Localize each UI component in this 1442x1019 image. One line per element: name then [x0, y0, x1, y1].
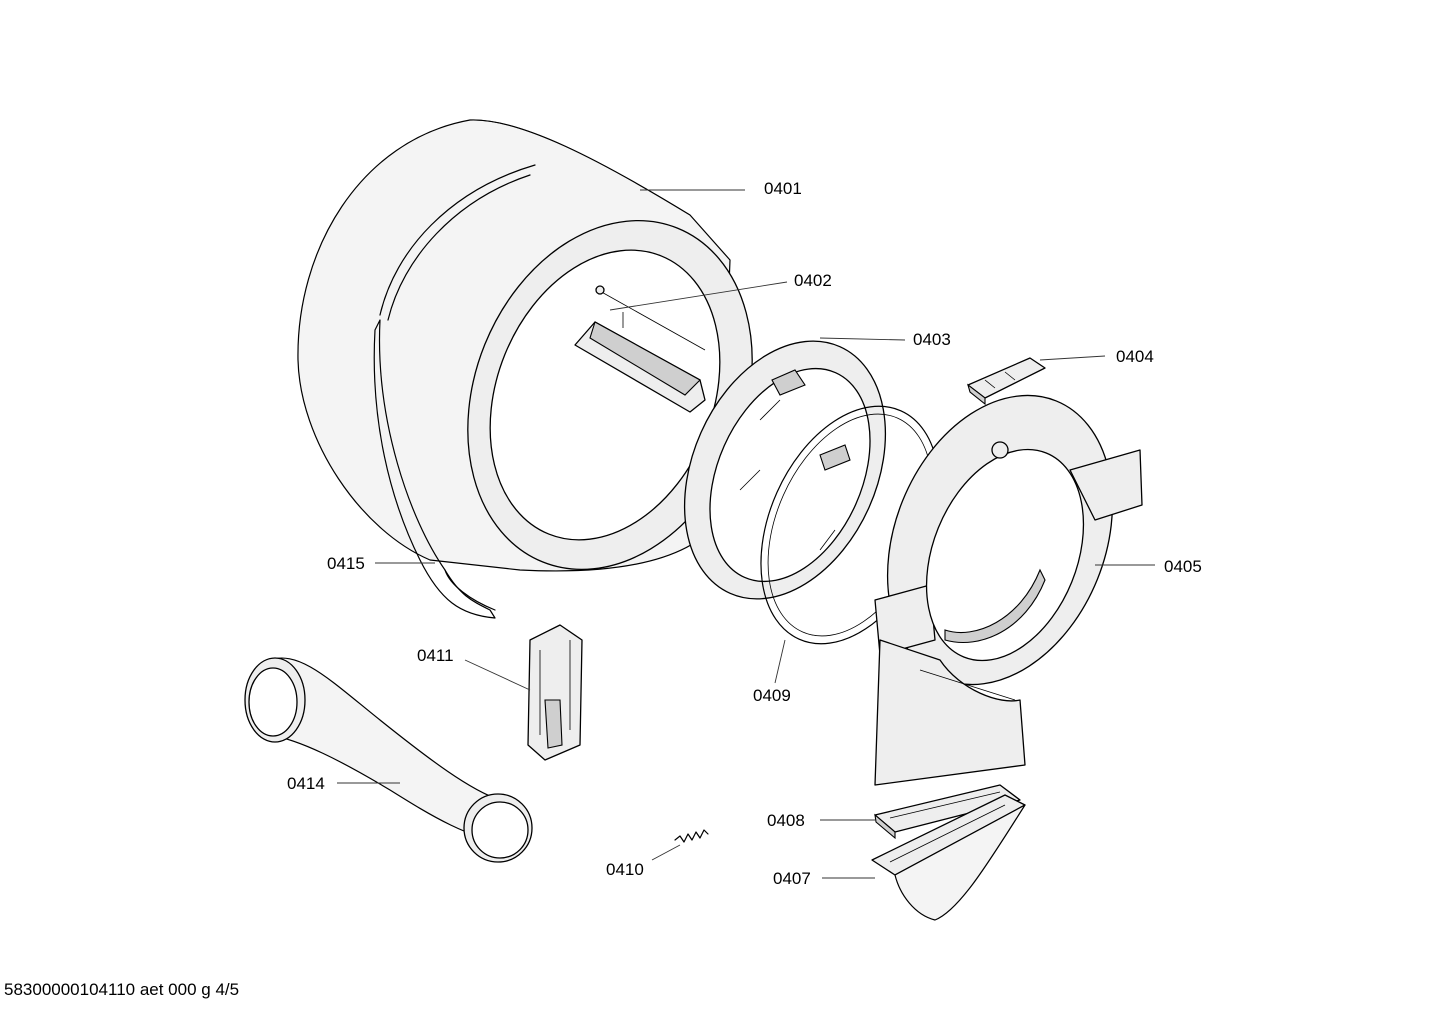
callout-0408: 0408 — [767, 811, 805, 830]
callout-0411: 0411 — [417, 646, 454, 665]
callout-labels: 0401 0402 0403 0404 0405 0407 0408 0409 … — [287, 179, 1202, 888]
leader-0402 — [609, 281, 788, 311]
front-shield-part-0405[interactable] — [846, 362, 1153, 786]
callout-0405: 0405 — [1164, 557, 1202, 576]
bearing-ring-part-0403[interactable] — [646, 309, 924, 630]
clip-part-0404[interactable] — [967, 357, 1046, 406]
duct-hose-part-0414[interactable] — [244, 657, 533, 863]
callout-0402: 0402 — [794, 271, 832, 290]
callout-0415: 0415 — [327, 554, 365, 573]
baffle-part-0402[interactable] — [574, 285, 706, 413]
callout-0403: 0403 — [913, 330, 951, 349]
leader-lines — [337, 189, 1155, 879]
belt-part-0415[interactable] — [373, 319, 496, 619]
callout-0410: 0410 — [606, 860, 644, 879]
leader-0403 — [819, 337, 906, 341]
lint-filter-part-0407[interactable] — [871, 794, 1026, 921]
leader-0410 — [651, 844, 681, 861]
leader-0404 — [1039, 355, 1106, 361]
callout-0407: 0407 — [773, 869, 811, 888]
callout-0404: 0404 — [1116, 347, 1154, 366]
drum-part-0401[interactable] — [297, 119, 803, 613]
spring-part-0410[interactable] — [674, 829, 709, 843]
leader-0411 — [464, 659, 531, 691]
callout-0401: 0401 — [764, 179, 802, 198]
callout-0409: 0409 — [753, 686, 791, 705]
drawing-reference-footer: 58300000104110 aet 000 g 4/5 — [4, 980, 240, 999]
bracket-part-0411[interactable] — [527, 624, 583, 761]
leader-0409 — [774, 639, 786, 684]
callout-0414: 0414 — [287, 774, 325, 793]
filter-frame-part-0408[interactable] — [874, 784, 1021, 840]
